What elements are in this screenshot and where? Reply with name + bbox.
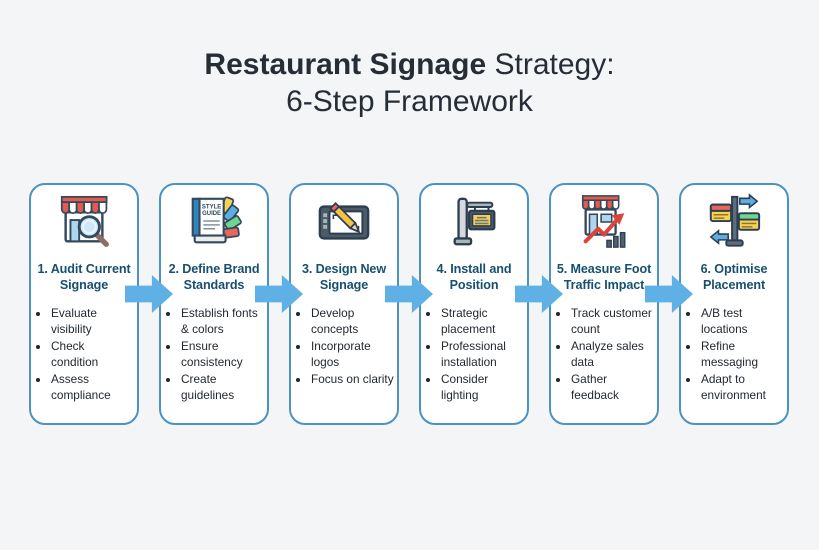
page-title-regular: Strategy: [486, 48, 615, 81]
storefront-magnifier-icon [53, 193, 115, 251]
step-bullets: Evaluate visibilityCheck conditionAssess… [34, 305, 134, 403]
hanging-sign-icon [443, 193, 505, 251]
step-card: 3. Design New Signage Develop conceptsIn… [289, 183, 399, 425]
bullet-item: Create guidelines [180, 371, 264, 403]
bullet-item: Gather feedback [570, 371, 654, 403]
step-card: 1. Audit Current Signage Evaluate visibi… [29, 183, 139, 425]
bullet-item: Assess compliance [50, 371, 134, 403]
step-icon-wrap [424, 193, 524, 251]
bullet-item: Check condition [50, 338, 134, 370]
step-bullets: Develop conceptsIncorporate logosFocus o… [294, 305, 394, 387]
bullet-item: Analyze sales data [570, 338, 654, 370]
step-card: 2. Define Brand Standards Establish font… [159, 183, 269, 425]
step-icon-wrap [34, 193, 134, 251]
page-title-line2: 6-Step Framework [286, 85, 533, 118]
step-card: 5. Measure Foot Traffic Impact Track cus… [549, 183, 659, 425]
storefront-growth-icon [573, 193, 635, 251]
drawing-tablet-icon [313, 193, 375, 251]
bullet-item: Strategic placement [440, 305, 524, 337]
step-title: 3. Design New Signage [301, 262, 387, 292]
step-bullets: A/B test locationsRefine messagingAdapt … [684, 305, 784, 403]
step-card: 4. Install and Position Strategic placem… [419, 183, 529, 425]
step-title: 1. Audit Current Signage [37, 262, 131, 292]
bullet-item: Track customer count [570, 305, 654, 337]
bullet-item: Refine messaging [700, 338, 784, 370]
step-title: 6. Optimise Placement [700, 262, 768, 292]
step-icon-wrap [554, 193, 654, 251]
bullet-item: Develop concepts [310, 305, 394, 337]
bullet-item: A/B test locations [700, 305, 784, 337]
step-title: 2. Define Brand Standards [168, 262, 260, 292]
step-icon-wrap [294, 193, 394, 251]
step-title: 4. Install and Position [436, 262, 512, 292]
step-icon-wrap [164, 193, 264, 251]
step-title: 5. Measure Foot Traffic Impact [556, 262, 652, 292]
style-guide-book-icon [183, 193, 245, 251]
step-icon-wrap [684, 193, 784, 251]
page-title: Restaurant Signage Strategy: 6-Step Fram… [0, 46, 819, 120]
step-bullets: Track customer countAnalyze sales dataGa… [554, 305, 654, 403]
bullet-item: Incorporate logos [310, 338, 394, 370]
page-title-line1: Restaurant Signage Strategy: [0, 46, 819, 83]
bullet-item: Consider lighting [440, 371, 524, 403]
page-title-bold: Restaurant Signage [204, 48, 487, 81]
step-bullets: Strategic placementProfessional installa… [424, 305, 524, 403]
step-bullets: Establish fonts & colorsEnsure consisten… [164, 305, 264, 403]
step-card: 6. Optimise Placement A/B test locations… [679, 183, 789, 425]
bullet-item: Ensure consistency [180, 338, 264, 370]
bullet-item: Establish fonts & colors [180, 305, 264, 337]
signpost-arrows-icon [703, 193, 765, 251]
bullet-item: Adapt to environment [700, 371, 784, 403]
bullet-item: Focus on clarity [310, 371, 394, 387]
bullet-item: Evaluate visibility [50, 305, 134, 337]
bullet-item: Professional installation [440, 338, 524, 370]
steps-flow-row: 1. Audit Current Signage Evaluate visibi… [29, 183, 790, 425]
